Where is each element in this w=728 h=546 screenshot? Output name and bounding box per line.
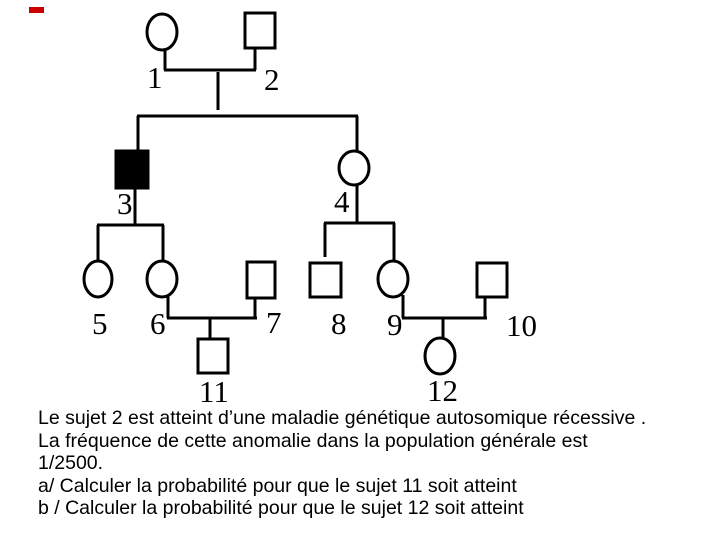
individual-9-female-symbol — [376, 259, 410, 299]
individual-4-female-symbol — [337, 149, 371, 187]
individual-2-label: 2 — [264, 62, 280, 97]
individual-11-male-symbol — [196, 337, 230, 375]
individual-7-male-symbol — [245, 260, 277, 300]
individual-5-female-symbol — [82, 259, 114, 299]
red-dash-decoration — [29, 7, 44, 13]
problem-statement: Le sujet 2 est atteint d’une maladie gén… — [38, 407, 718, 520]
statement-line-5: b / Calculer la probabilité pour que le … — [38, 497, 524, 520]
individual-10-male-symbol — [475, 261, 509, 299]
individual-10-label: 10 — [506, 308, 537, 343]
individual-5-label: 5 — [92, 306, 108, 341]
individual-7-label: 7 — [266, 305, 282, 340]
pedigree-labels: 1 2 3 4 5 6 7 8 9 10 11 12 — [92, 60, 537, 409]
individual-4-label: 4 — [334, 184, 350, 219]
statement-line-1: Le sujet 2 est atteint d’une maladie gén… — [38, 407, 647, 429]
individual-8-label: 8 — [331, 306, 347, 341]
individual-2-male-symbol — [243, 11, 277, 50]
individual-1-female-symbol — [145, 12, 179, 52]
individual-12-female-symbol — [423, 336, 457, 376]
individual-1-label: 1 — [147, 60, 163, 95]
individual-8-male-symbol — [308, 261, 343, 299]
individual-6-female-symbol — [145, 259, 179, 299]
pedigree-symbols — [82, 11, 509, 376]
statement-line-4: a/ Calculer la probabilité pour que le s… — [38, 474, 517, 497]
pedigree-lines — [96, 47, 487, 339]
individual-3-label: 3 — [117, 186, 133, 221]
statement-line-2: La fréquence de cette anomalie dans la p… — [38, 429, 588, 452]
individual-11-label: 11 — [199, 374, 229, 409]
individual-3-male-affected-symbol — [114, 149, 150, 190]
individual-6-label: 6 — [150, 306, 166, 341]
statement-line-3: 1/2500. — [38, 452, 104, 475]
individual-9-label: 9 — [387, 307, 403, 342]
individual-12-label: 12 — [427, 373, 458, 408]
